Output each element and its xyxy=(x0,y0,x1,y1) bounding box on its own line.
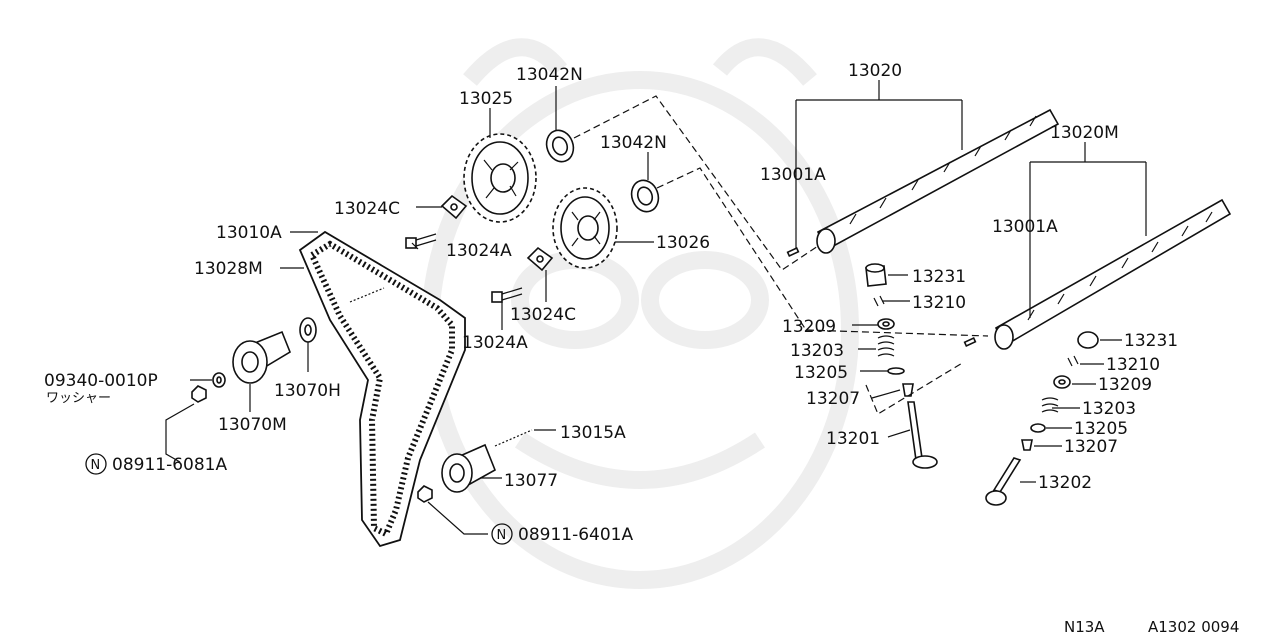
label-13042N-lower: 13042N xyxy=(600,133,667,153)
part-labels: 13042N 13025 13042N 13020 13020M 13001A … xyxy=(44,61,1178,545)
seal-13207-b[interactable] xyxy=(1021,439,1033,451)
label-13077: 13077 xyxy=(504,471,558,491)
collet-13210-a[interactable] xyxy=(873,295,885,307)
label-13203-a: 13203 xyxy=(790,341,844,361)
label-13026: 13026 xyxy=(656,233,710,253)
watermark-emblem xyxy=(421,38,859,589)
tensioner-pulley-13070M[interactable] xyxy=(232,330,291,384)
footer-code-right: A1302 0094 xyxy=(1148,618,1239,636)
valve-13202[interactable] xyxy=(985,457,1022,506)
label-13025: 13025 xyxy=(459,89,513,109)
camshaft-13020[interactable] xyxy=(816,108,1060,254)
oil-seal-13042N-upper[interactable] xyxy=(542,127,577,166)
washer-09340-0010P[interactable] xyxy=(212,372,226,388)
label-13070H: 13070H xyxy=(274,381,341,401)
oil-seal-13042N-lower[interactable] xyxy=(627,177,662,216)
dowel-pin-13001A-a[interactable] xyxy=(786,247,800,257)
label-13042N-upper: 13042N xyxy=(516,65,583,85)
seat-13205-b[interactable] xyxy=(1030,423,1046,433)
label-08911-6401A: 08911-6401A xyxy=(518,525,633,545)
label-13024A-upper: 13024A xyxy=(446,241,512,261)
timing-belt[interactable] xyxy=(298,230,466,548)
label-13024C-lower: 13024C xyxy=(510,305,576,325)
retainer-13209-b[interactable] xyxy=(1053,375,1071,389)
circled-n-mark-6401A: N xyxy=(491,523,513,545)
label-13210-a: 13210 xyxy=(912,293,966,313)
label-washer-jp: ワッシャー xyxy=(46,391,111,406)
label-13203-b: 13203 xyxy=(1082,399,1136,419)
label-13020: 13020 xyxy=(848,61,902,81)
nut-08911-6081A[interactable] xyxy=(191,385,207,403)
lifter-13231-a[interactable] xyxy=(865,263,887,287)
plate-13024C-upper[interactable] xyxy=(440,194,468,220)
label-13205-b: 13205 xyxy=(1074,419,1128,439)
label-13010A: 13010A xyxy=(216,223,282,243)
label-13015A: 13015A xyxy=(560,423,626,443)
spring-13203-a[interactable] xyxy=(877,335,895,357)
label-13207-b: 13207 xyxy=(1064,437,1118,457)
retainer-13209-a[interactable] xyxy=(877,318,895,330)
circled-n-mark-6081A: N xyxy=(85,453,107,475)
idler-pulley-13077[interactable] xyxy=(441,443,497,493)
leader-lines xyxy=(165,80,1147,535)
bolt-13015A[interactable] xyxy=(494,429,533,447)
svg-text:N: N xyxy=(497,528,507,543)
plate-13024C-lower[interactable] xyxy=(526,246,554,272)
label-09340-0010P: 09340-0010P xyxy=(44,371,158,391)
camshaft-13020M[interactable] xyxy=(994,198,1232,350)
label-13231-a: 13231 xyxy=(912,267,966,287)
lifter-13231-b[interactable] xyxy=(1077,331,1099,349)
label-13070M: 13070M xyxy=(218,415,287,435)
bolt-13024A-upper[interactable] xyxy=(405,233,437,249)
label-13024C-upper: 13024C xyxy=(334,199,400,219)
label-13210-b: 13210 xyxy=(1106,355,1160,375)
label-13202: 13202 xyxy=(1038,473,1092,493)
bolt-13024A-lower[interactable] xyxy=(491,287,523,303)
collet-13210-b[interactable] xyxy=(1067,355,1079,367)
camshaft-sprocket-13026[interactable] xyxy=(552,187,618,269)
label-08911-6081A: 08911-6081A xyxy=(112,455,227,475)
label-13001A-b: 13001A xyxy=(992,217,1058,237)
valve-13201[interactable] xyxy=(907,401,938,469)
seal-13207-a[interactable] xyxy=(902,383,914,397)
label-13231-b: 13231 xyxy=(1124,331,1178,351)
label-13001A-a: 13001A xyxy=(760,165,826,185)
footer-code-left: N13A xyxy=(1064,618,1105,636)
label-13024A-lower: 13024A xyxy=(462,333,528,353)
label-13209-a: 13209 xyxy=(782,317,836,337)
label-13201: 13201 xyxy=(826,429,880,449)
seat-13205-a[interactable] xyxy=(887,367,905,375)
label-13020M: 13020M xyxy=(1050,123,1119,143)
camshaft-sprocket-13025[interactable] xyxy=(463,133,537,223)
label-13207-a: 13207 xyxy=(806,389,860,409)
label-13205-a: 13205 xyxy=(794,363,848,383)
dowel-pin-13001A-b[interactable] xyxy=(963,337,977,347)
spring-13203-b[interactable] xyxy=(1041,397,1059,413)
washer-13070H[interactable] xyxy=(299,317,317,343)
label-13028M: 13028M xyxy=(194,259,263,279)
label-13209-b: 13209 xyxy=(1098,375,1152,395)
svg-text:N: N xyxy=(91,458,101,473)
nut-08911-6401A[interactable] xyxy=(417,485,433,503)
